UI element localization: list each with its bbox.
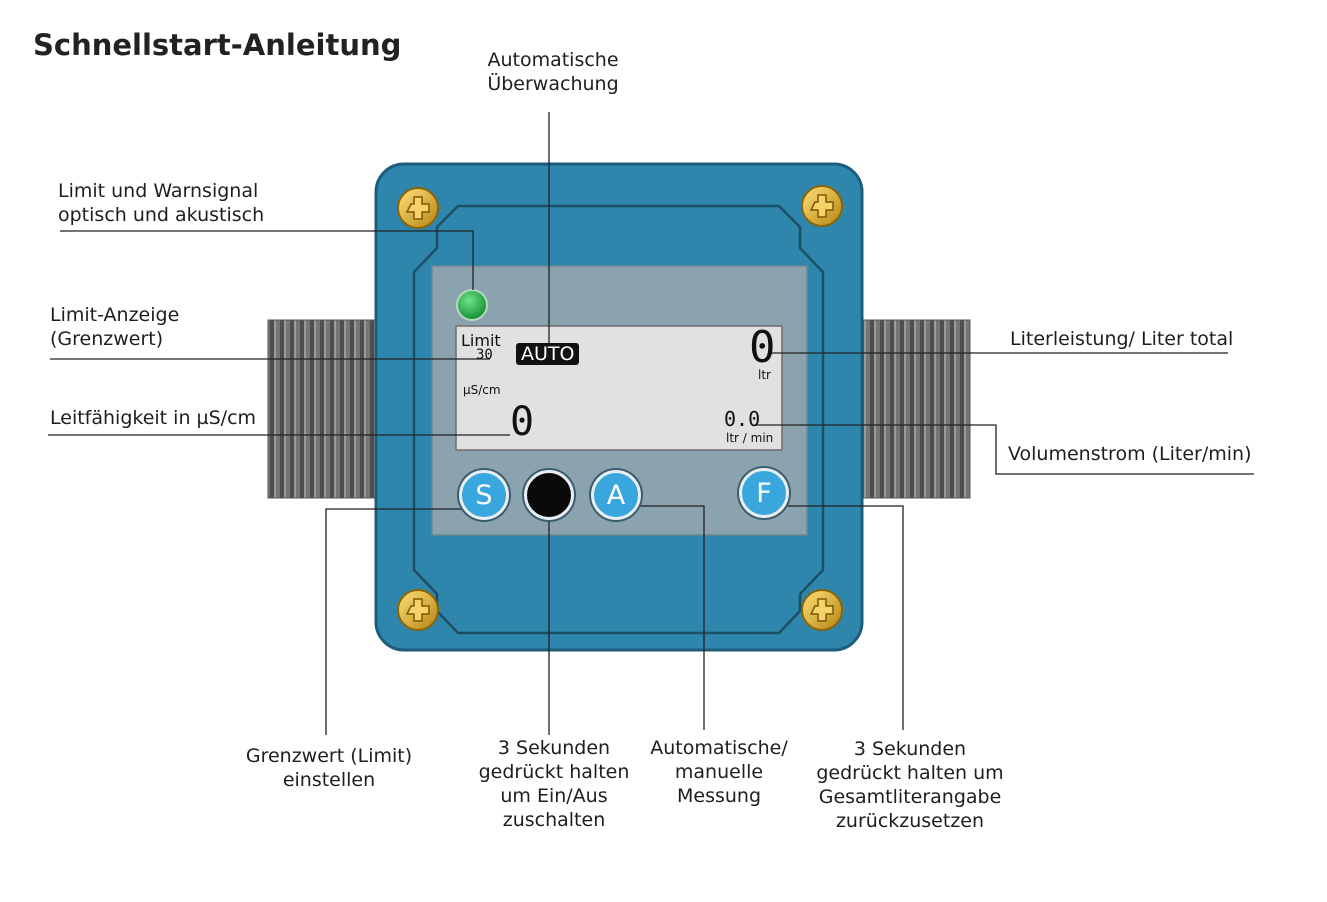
line-set-limit xyxy=(325,508,483,735)
label-auto-manual: Automatische/ manuelle Messung xyxy=(650,737,788,807)
lcd-flow-unit: ltr / min xyxy=(726,431,774,445)
label-liter-total: Literleistung/ Liter total xyxy=(1010,328,1234,350)
lcd-liters-value: 0 xyxy=(749,322,776,373)
label-reset-total: 3 Sekunden gedrückt halten um Gesamtlite… xyxy=(816,738,1004,832)
left-thread xyxy=(267,319,381,499)
screw-icon xyxy=(801,589,843,631)
label-flow-rate: Volumenstrom (Liter/min) xyxy=(1008,443,1252,465)
page-title: Schnellstart-Anleitung xyxy=(33,28,402,62)
lcd-conductivity-value: 0 xyxy=(510,399,535,445)
screw-icon xyxy=(397,187,439,229)
f-button[interactable]: F xyxy=(739,468,789,518)
label-conductivity: Leitfähigkeit in µS/cm xyxy=(50,407,257,429)
lcd-panel xyxy=(455,325,783,451)
right-thread xyxy=(855,319,971,499)
line-flow-rate xyxy=(756,424,1254,475)
s-button[interactable]: S xyxy=(459,470,509,520)
line-limit-warning xyxy=(60,230,474,290)
label-set-limit: Grenzwert (Limit) einstellen xyxy=(245,745,413,791)
green-led-icon xyxy=(456,289,488,321)
screw-icon xyxy=(801,185,843,227)
lcd-flow-value: 0.0 xyxy=(724,407,761,431)
label-power-toggle: 3 Sekunden gedrückt halten um Ein/Aus zu… xyxy=(478,737,630,831)
line-reset-total xyxy=(765,505,904,730)
lcd-liters-unit: ltr xyxy=(758,368,771,382)
a-button[interactable]: A xyxy=(591,470,641,520)
lcd-conductivity-unit: µS/cm xyxy=(463,383,501,397)
callout-lines xyxy=(48,112,1254,735)
screw-icon xyxy=(397,589,439,631)
auto-mode-badge: AUTO xyxy=(516,343,580,365)
line-auto-manual xyxy=(618,505,705,730)
label-limit-display: Limit-Anzeige (Grenzwert) xyxy=(50,304,180,350)
lcd-limit-label: Limit xyxy=(461,331,501,350)
label-limit-warning: Limit und Warnsignal optisch und akustis… xyxy=(58,180,265,226)
label-auto-monitoring: Automatische Überwachung xyxy=(487,49,619,95)
housing-inner-frame xyxy=(412,204,825,635)
lcd-limit-value: 30 xyxy=(476,347,493,363)
power-button[interactable] xyxy=(524,470,574,520)
